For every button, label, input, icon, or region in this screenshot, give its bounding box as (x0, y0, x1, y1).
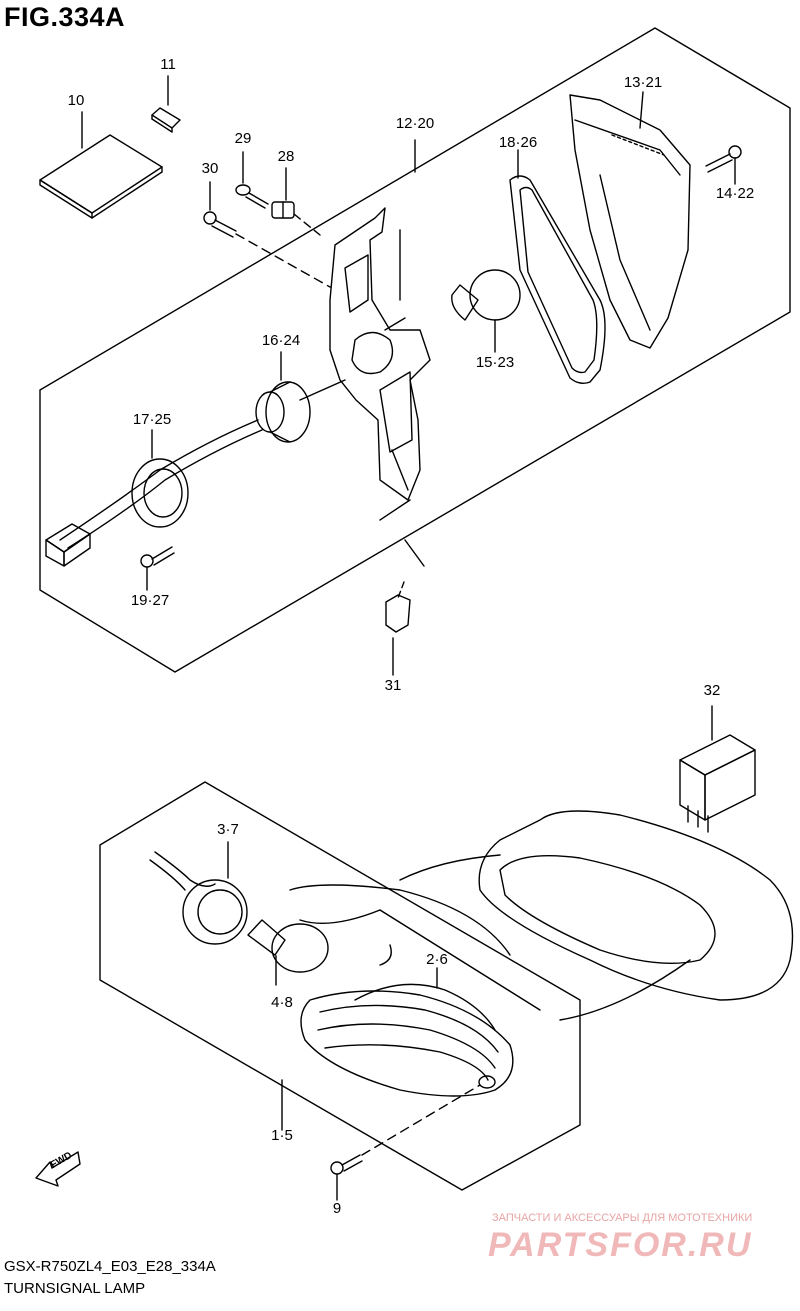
callout-13-21[interactable]: 13·21 (623, 74, 663, 91)
callout-1-5[interactable]: 1·5 (271, 1127, 293, 1144)
group-box-upper (40, 28, 790, 672)
part-14-screw (706, 146, 741, 184)
callout-14-22[interactable]: 14·22 (715, 185, 755, 202)
part-31-clip (380, 500, 424, 675)
figure-title: FIG.334A (4, 2, 126, 32)
watermark-tagline: ЗАПЧАСТИ И АКСЕССУАРЫ ДЛЯ МОТОТЕХНИКИ (492, 1212, 753, 1224)
part-13-lens (570, 92, 690, 348)
callout-32[interactable]: 32 (703, 682, 721, 699)
callout-4-8[interactable]: 4·8 (271, 994, 293, 1011)
callout-15-23[interactable]: 15·23 (475, 354, 515, 371)
callout-29[interactable]: 29 (234, 130, 252, 147)
group-box-lower (100, 782, 580, 1190)
part-32-relay (680, 706, 755, 832)
part-18-gasket (510, 150, 605, 383)
part-29-screw (236, 152, 268, 208)
part-19-screw (141, 547, 174, 590)
callout-10[interactable]: 10 (67, 92, 85, 109)
callout-3-7[interactable]: 3·7 (217, 821, 239, 838)
part-10-sheet (40, 112, 162, 218)
callout-17-25[interactable]: 17·25 (132, 411, 172, 428)
part-12-housing (330, 140, 430, 500)
callout-18-26[interactable]: 18·26 (498, 134, 538, 151)
part-16-socket (256, 352, 345, 442)
fwd-arrow-icon (36, 1152, 80, 1186)
part-15-bulb (452, 270, 520, 352)
part-28-clip-nut (272, 168, 320, 235)
model-code: GSX-R750ZL4_E03_E28_334A (4, 1258, 216, 1275)
part-4-bulb (248, 920, 328, 985)
callout-11[interactable]: 11 (160, 56, 176, 73)
part-1-turnsignal (282, 968, 513, 1130)
part-3-socket (150, 842, 247, 944)
part-11-pad (152, 76, 180, 132)
callout-19-27[interactable]: 19·27 (130, 592, 170, 609)
callout-30[interactable]: 30 (201, 160, 219, 177)
part-30-screw (204, 182, 330, 287)
part-17-grommet (60, 420, 262, 548)
lamp-body (290, 885, 510, 965)
callout-16-24[interactable]: 16·24 (261, 332, 301, 349)
mirror-housing (380, 811, 793, 1020)
callout-2-6[interactable]: 2·6 (426, 951, 448, 968)
callout-12-20[interactable]: 12·20 (395, 115, 435, 132)
connector-plug (46, 524, 90, 566)
callout-9[interactable]: 9 (332, 1200, 342, 1217)
callout-31[interactable]: 31 (384, 677, 402, 694)
watermark-brand: PARTSFOR.RU (488, 1226, 753, 1264)
section-name: TURNSIGNAL LAMP (4, 1280, 146, 1297)
part-9-screw (331, 1085, 480, 1200)
callout-28[interactable]: 28 (277, 148, 295, 165)
